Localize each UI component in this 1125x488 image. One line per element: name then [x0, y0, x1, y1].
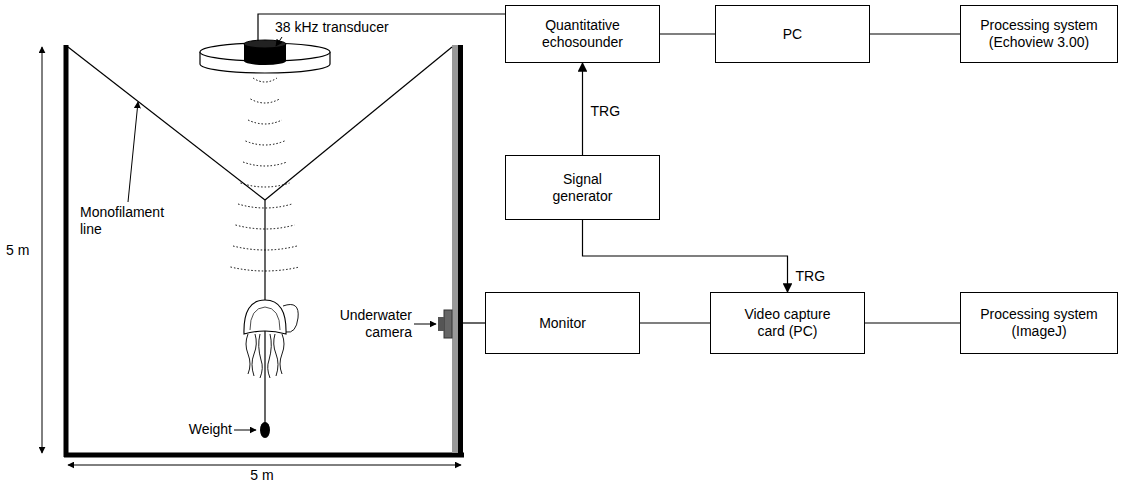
- connector: [870, 33, 960, 34]
- jellyfish-tentacle: [246, 334, 250, 374]
- jellyfish-tentacle: [252, 334, 256, 376]
- box-label: Monitor: [539, 315, 586, 332]
- connector: [640, 322, 710, 323]
- signal-label: TRG: [794, 268, 828, 284]
- sound-wave: [246, 141, 285, 145]
- sound-wave: [241, 183, 290, 187]
- tank-wall: [458, 45, 463, 457]
- jellyfish-tentacle: [280, 334, 284, 374]
- leader-line: [234, 430, 256, 431]
- camera-cable: [463, 322, 485, 323]
- sound-wave: [243, 162, 287, 166]
- dimension-arrow: [68, 465, 461, 466]
- box-label: PC: [783, 26, 802, 43]
- process-box: Signal generator: [505, 155, 660, 220]
- connector: [660, 33, 715, 34]
- transducer: [244, 57, 286, 65]
- process-box: Monitor: [485, 292, 640, 354]
- jellyfish-tentacle: [274, 334, 278, 376]
- part-label: Monofilament line: [80, 204, 180, 238]
- connector: [865, 322, 960, 323]
- box-label: Video capture card (PC): [738, 306, 838, 340]
- sound-wave: [253, 78, 277, 82]
- process-box: Processing system (Echoview 3.00): [960, 5, 1118, 63]
- tank-wall-glass: [452, 45, 458, 453]
- sound-wave: [251, 99, 280, 103]
- leader-line: [128, 102, 138, 202]
- dimension-label: 5 m: [247, 467, 277, 484]
- part-label: Weight: [180, 421, 232, 438]
- connector: [583, 220, 788, 292]
- sound-wave: [233, 246, 297, 250]
- tank-floor: [64, 453, 464, 458]
- dimension-label: 5 m: [6, 242, 36, 259]
- jellyfish-loop: [283, 305, 298, 333]
- part-label: 38 kHz transducer: [275, 19, 415, 36]
- box-label: Quantitative echosounder: [512, 17, 653, 51]
- dimension-arrow: [42, 47, 43, 453]
- jellyfish-tentacle: [259, 334, 263, 378]
- sound-wave: [231, 267, 300, 271]
- jellyfish: [244, 300, 298, 378]
- signal-label: TRG: [589, 103, 623, 119]
- box-label: Signal generator: [543, 171, 623, 205]
- jellyfish-bell: [244, 300, 286, 334]
- process-box: Video capture card (PC): [710, 292, 865, 354]
- leader-line: [414, 324, 436, 325]
- sound-waves: [231, 78, 300, 271]
- connector: [582, 63, 583, 155]
- tank-wall: [64, 45, 69, 457]
- transducer-cable: [258, 14, 505, 41]
- weight: [260, 422, 270, 438]
- process-box: Processing system (ImageJ): [960, 292, 1118, 354]
- sound-wave: [238, 204, 292, 208]
- jellyfish-tentacle: [268, 334, 272, 378]
- sound-wave: [236, 225, 295, 229]
- box-label: Processing system (Echoview 3.00): [967, 17, 1111, 51]
- process-box: PC: [715, 5, 870, 63]
- part-label: Underwater camera: [330, 307, 412, 341]
- process-box: Quantitative echosounder: [505, 5, 660, 63]
- box-label: Processing system (ImageJ): [967, 306, 1111, 340]
- jellyfish-bell: [250, 307, 280, 330]
- leader-line: [276, 37, 282, 46]
- underwater-camera: [444, 310, 452, 338]
- sound-wave: [248, 120, 282, 124]
- underwater-camera: [438, 317, 444, 331]
